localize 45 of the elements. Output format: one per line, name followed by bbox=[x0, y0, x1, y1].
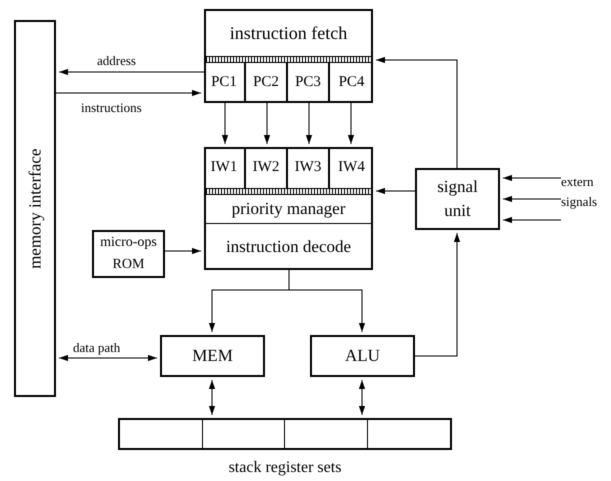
arrow bbox=[414, 232, 460, 356]
arrow bbox=[264, 102, 270, 144]
unit-box bbox=[415, 168, 500, 230]
arrow bbox=[164, 248, 202, 254]
arrow bbox=[58, 68, 204, 76]
node-label: IW3 bbox=[294, 158, 322, 178]
unit-box bbox=[92, 230, 165, 278]
arrow bbox=[376, 188, 416, 194]
decode-unit-box bbox=[204, 147, 373, 270]
node-label: ALU bbox=[345, 345, 380, 367]
node-label: PC2 bbox=[253, 73, 279, 92]
node-label: IW1 bbox=[210, 158, 238, 178]
node-label: IW4 bbox=[338, 158, 365, 178]
unit-box bbox=[160, 335, 265, 377]
node-label: stack register sets bbox=[228, 458, 342, 478]
node-label: PC1 bbox=[211, 73, 237, 92]
arrow bbox=[56, 90, 202, 96]
arrow bbox=[222, 102, 228, 144]
edge-label: instructions bbox=[80, 101, 143, 115]
memory-interface-box bbox=[14, 20, 56, 397]
node-label: extern signals bbox=[561, 173, 598, 211]
arrow bbox=[502, 196, 562, 202]
node-label: priority manager bbox=[232, 198, 346, 220]
unit-box bbox=[310, 335, 415, 377]
node-label: IW2 bbox=[252, 158, 280, 178]
arrow bbox=[306, 102, 312, 144]
arrow bbox=[358, 380, 366, 416]
node-label: PC3 bbox=[295, 73, 321, 92]
edge-label: address bbox=[96, 54, 137, 68]
arrow bbox=[502, 216, 562, 224]
arrow bbox=[58, 354, 158, 362]
arrow bbox=[288, 270, 366, 332]
node-label: PC4 bbox=[338, 73, 364, 92]
node-label: micro-ops ROM bbox=[99, 234, 158, 274]
node-label: signal unit bbox=[436, 176, 479, 222]
node-label: MEM bbox=[192, 345, 233, 367]
node-label: instruction decode bbox=[226, 236, 352, 258]
arrow bbox=[376, 56, 458, 168]
node-label: instruction fetch bbox=[230, 22, 348, 45]
fetch-unit-box bbox=[204, 9, 373, 103]
node-label: memory interface bbox=[24, 148, 46, 269]
arrow bbox=[502, 174, 562, 182]
arrow bbox=[208, 380, 216, 416]
arrow bbox=[348, 102, 354, 144]
edge-label: data path bbox=[72, 341, 122, 355]
